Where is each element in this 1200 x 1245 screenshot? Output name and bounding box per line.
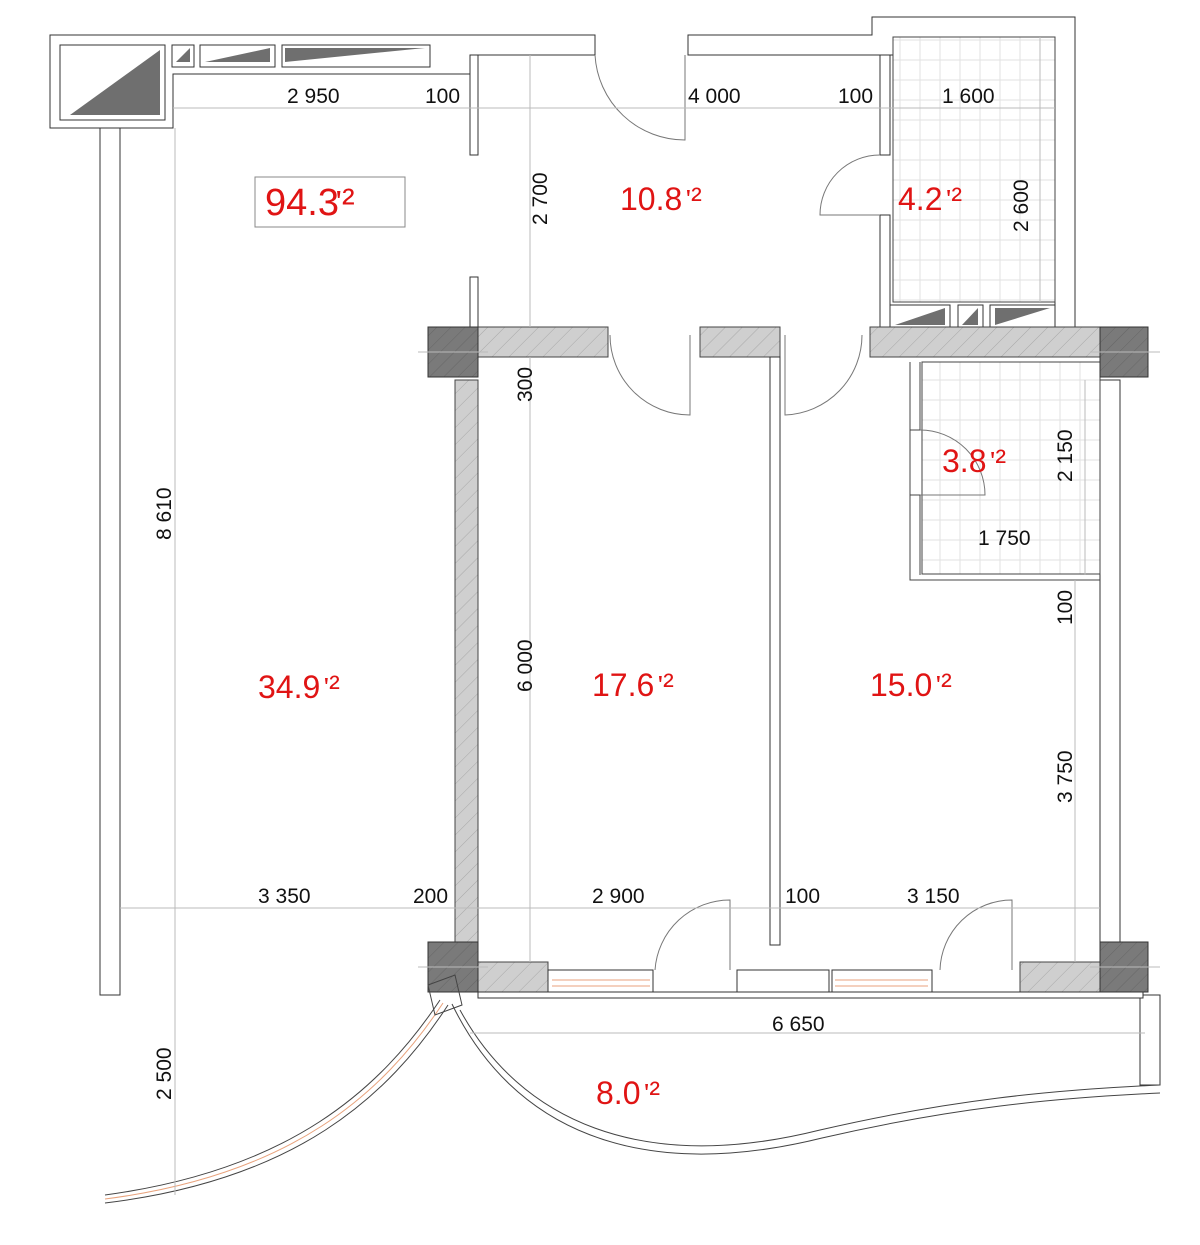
dim-bot-3150: 3 150 bbox=[907, 885, 960, 908]
dim-v-300: 300 bbox=[514, 367, 537, 402]
dim-h-1750: 1 750 bbox=[978, 527, 1031, 550]
total-area-unit: ᡃ² bbox=[337, 182, 355, 224]
dim-top-100a: 100 bbox=[425, 85, 460, 108]
dim-v-2500: 2 500 bbox=[153, 1047, 176, 1100]
partition-walls bbox=[454, 54, 1144, 999]
dim-bal-6650: 6 650 bbox=[772, 1013, 825, 1036]
dim-bot-200: 200 bbox=[413, 885, 448, 908]
bath-mid-tiles bbox=[921, 361, 1101, 575]
room-area-hall: 10.8 ᡃ² bbox=[620, 181, 702, 217]
dimension-labels: 2 950 100 4 000 100 1 600 1 750 3 350 20… bbox=[153, 85, 1077, 1100]
room-area-bedroom-1: 17.6 ᡃ² bbox=[592, 667, 674, 703]
total-area-box bbox=[254, 176, 406, 228]
bath-top-tiles bbox=[892, 36, 1056, 303]
dim-v-2700: 2 700 bbox=[529, 172, 552, 225]
total-area-value: 94.3 bbox=[265, 182, 339, 224]
room-area-bath-top: 4.2 ᡃ² bbox=[898, 181, 962, 217]
dim-v-2600: 2 600 bbox=[1010, 179, 1033, 232]
room-area-balcony: 8.0 ᡃ² bbox=[596, 1075, 660, 1111]
vent-shafts bbox=[59, 44, 1056, 331]
room-area-bath-mid: 3.8 ᡃ² bbox=[942, 443, 1006, 479]
dim-bot-2900: 2 900 bbox=[592, 885, 645, 908]
dim-v-3750: 3 750 bbox=[1054, 750, 1077, 803]
area-labels: 94.3 ᡃ² 10.8 ᡃ² 4.2 ᡃ² 3.8 ᡃ² 34.9 ᡃ² 17… bbox=[258, 181, 1006, 1111]
dim-v-100: 100 bbox=[1054, 590, 1077, 625]
room-area-living: 34.9 ᡃ² bbox=[258, 669, 340, 705]
dim-v-8610: 8 610 bbox=[153, 487, 176, 540]
dim-bot-3350: 3 350 bbox=[258, 885, 311, 908]
dim-v-2150: 2 150 bbox=[1054, 429, 1077, 482]
door-swings bbox=[594, 54, 1013, 971]
dim-top-1600: 1 600 bbox=[942, 85, 995, 108]
window-glazing bbox=[552, 979, 928, 987]
room-area-bedroom-2: 15.0 ᡃ² bbox=[870, 667, 952, 703]
dim-top-4000: 4 000 bbox=[688, 85, 741, 108]
dim-top-100b: 100 bbox=[838, 85, 873, 108]
dim-v-6000: 6 000 bbox=[514, 639, 537, 692]
structural-columns bbox=[418, 326, 1160, 993]
dim-bot-100: 100 bbox=[785, 885, 820, 908]
dimension-lines bbox=[120, 37, 1100, 1195]
dim-top-2950: 2 950 bbox=[287, 85, 340, 108]
